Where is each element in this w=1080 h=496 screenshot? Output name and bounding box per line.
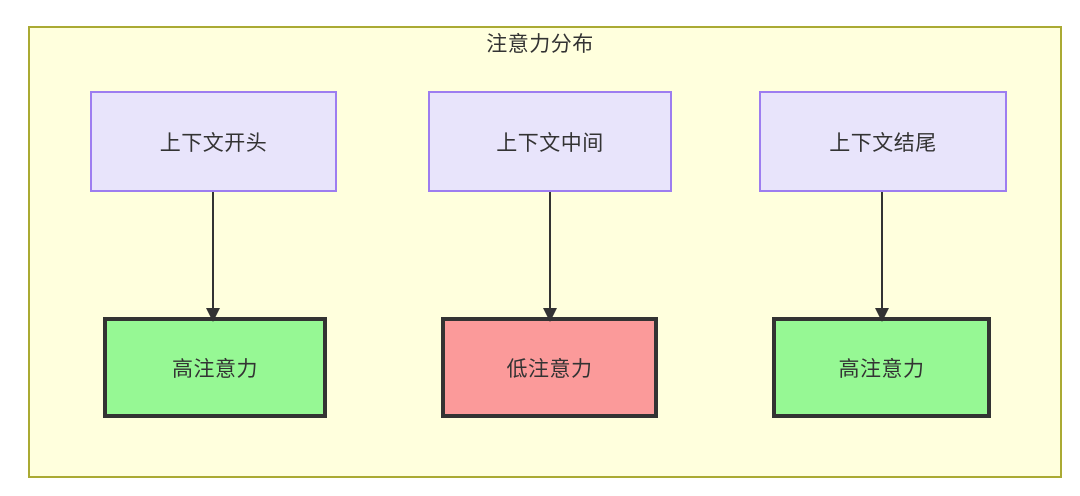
context-end-label: 上下文结尾 bbox=[829, 131, 937, 155]
context-start-label: 上下文开头 bbox=[159, 131, 268, 155]
attention-low-middle-box[interactable]: 低注意力 bbox=[441, 317, 658, 418]
attention-high-end-label: 高注意力 bbox=[838, 357, 925, 381]
diagram-title: 注意力分布 bbox=[486, 33, 594, 56]
attention-high-start-label: 高注意力 bbox=[172, 357, 258, 381]
context-end-box[interactable]: 上下文结尾 bbox=[759, 91, 1007, 192]
context-middle-box[interactable]: 上下文中间 bbox=[428, 91, 672, 192]
attention-low-middle-label: 低注意力 bbox=[506, 357, 593, 381]
attention-high-end-box[interactable]: 高注意力 bbox=[772, 317, 991, 418]
context-middle-label: 上下文中间 bbox=[496, 131, 604, 155]
context-start-box[interactable]: 上下文开头 bbox=[90, 91, 337, 192]
attention-high-start-box[interactable]: 高注意力 bbox=[103, 317, 327, 418]
